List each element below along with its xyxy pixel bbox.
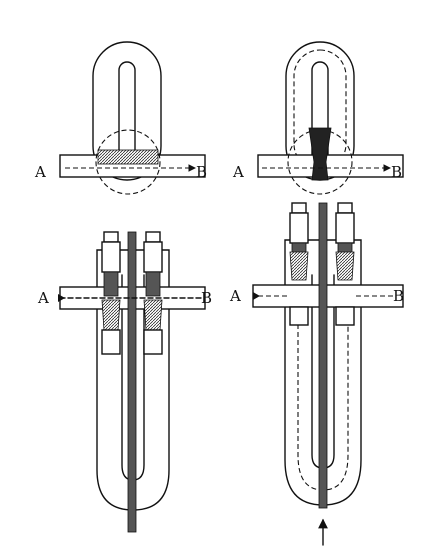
- rotor-circle: [95, 129, 161, 195]
- label-a: A: [232, 163, 244, 181]
- label-b: B: [393, 287, 404, 305]
- housing-right: [335, 212, 355, 244]
- label-b: B: [391, 163, 402, 181]
- valve-right: [335, 251, 355, 281]
- central-rod: [127, 231, 137, 533]
- flow-arrowhead: [253, 292, 260, 300]
- loop-inner-path: [293, 49, 347, 171]
- label-a: A: [34, 163, 46, 181]
- cap-right: [337, 202, 353, 214]
- valve-left: [101, 299, 121, 331]
- label-b: B: [196, 163, 207, 181]
- panel-bottom-left: A B: [37, 231, 212, 533]
- housing-left: [289, 212, 309, 244]
- lower-housing-left: [101, 329, 121, 355]
- label-a: A: [229, 287, 241, 305]
- rotor-circle: [287, 129, 353, 195]
- valve-right: [143, 299, 163, 331]
- panel-top-left: A B: [34, 41, 207, 195]
- lower-housing-right: [143, 329, 163, 355]
- loop-slot: [118, 61, 136, 163]
- label-a: A: [37, 289, 49, 307]
- label-b: B: [201, 289, 212, 307]
- valve-seat-right: [145, 271, 161, 297]
- seal-dark: [308, 127, 332, 181]
- housing-left: [101, 241, 121, 273]
- panel-top-right: A B: [232, 41, 404, 195]
- lower-housing-left: [289, 306, 309, 326]
- cap-right: [145, 231, 161, 243]
- central-rod: [318, 202, 328, 509]
- valve-left: [289, 251, 309, 281]
- cap-left: [291, 202, 307, 214]
- housing-right: [143, 241, 163, 273]
- seal-hatched: [97, 149, 159, 165]
- panel-bottom-right: A B: [229, 202, 404, 546]
- valve-seat-left: [103, 271, 119, 297]
- flow-arrowhead: [58, 294, 65, 302]
- cap-left: [103, 231, 119, 243]
- horizontal-tube: [257, 154, 404, 178]
- lower-housing-right: [335, 306, 355, 326]
